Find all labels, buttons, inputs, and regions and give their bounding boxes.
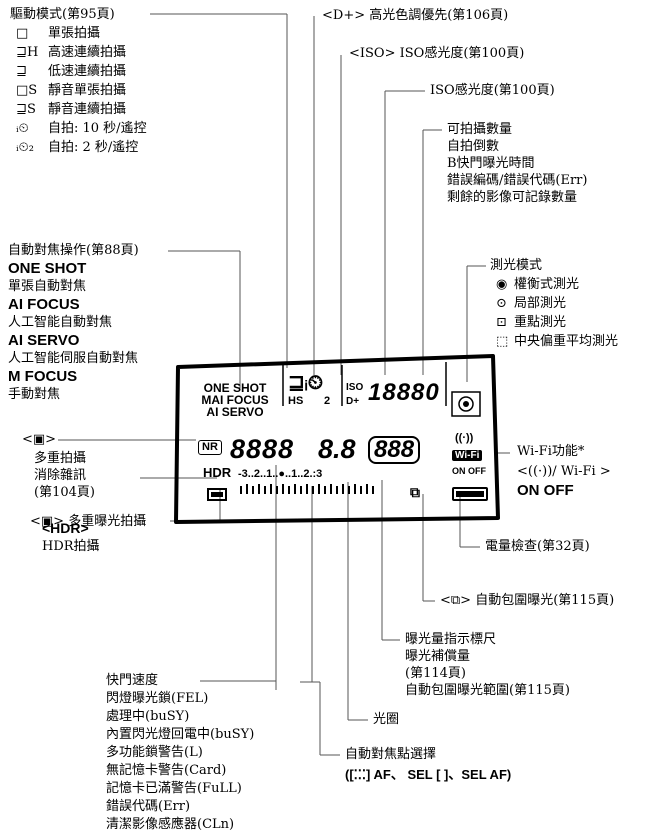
lcd-iso: ISO xyxy=(346,382,364,393)
shutter-speed-line: 多功能鎖警告(L) xyxy=(106,745,203,760)
af-mode-desc: 單張自動對焦 xyxy=(8,279,87,294)
af-point-title: 自動對焦點選擇 xyxy=(345,747,437,762)
af-mode-name: M FOCUS xyxy=(8,368,78,385)
exposure-level-line: 曝光量指示標尺 xyxy=(405,632,497,647)
self-timer-2s-icon: ᵢ⏲₂ xyxy=(16,140,34,155)
iso-speed-label: ISO感光度(第100頁) xyxy=(430,83,555,98)
self-timer-10s-icon: ᵢ⏲ xyxy=(16,121,29,136)
drive-mode-item: ᵢ⏲自拍: 10 秒/遙控 xyxy=(16,121,147,136)
af-mode-desc: 人工智能自動對焦 xyxy=(8,315,113,330)
af-mode-name: ONE SHOT xyxy=(8,260,87,277)
lcd-drive-icon: ⊒ᵢ⏲ xyxy=(288,372,324,394)
high-speed-continuous-icon: ⊒H xyxy=(16,45,39,60)
af-operation-title: 自動對焦操作(第88頁) xyxy=(8,243,139,258)
exposure-level-line: 自動包圍曝光範圍(第115頁) xyxy=(405,683,570,698)
shutter-speed-line: 清潔影像感應器(CLn) xyxy=(106,817,235,832)
single-shot-icon: □ xyxy=(16,26,29,41)
lcd-hdr: HDR xyxy=(203,465,232,480)
multi-shot-nr-line: 消除雜訊 xyxy=(34,468,87,483)
multi-shot-nr-line: 多重拍攝 xyxy=(34,451,87,466)
shots-remaining-line: 錯誤編碼/錯誤代碼(Err) xyxy=(447,173,588,188)
wifi-symbol-line: <((·))/ Wi-Fi > xyxy=(517,464,611,479)
lcd-shots-digits: 888 xyxy=(368,436,421,464)
metering-item: ⬚中央偏重平均測光 xyxy=(496,334,619,349)
lcd-exposure-scale: -3..2..1..●..1..2.:3 xyxy=(238,468,323,480)
spot-metering-icon: ⊡ xyxy=(496,315,507,330)
metering-item: ⊡重點測光 xyxy=(496,315,567,330)
multi-shot-nr-symbol: <▣> xyxy=(22,432,57,447)
wifi-title: Wi-Fi功能* xyxy=(517,444,585,459)
silent-continuous-icon: ⊒S xyxy=(16,102,36,117)
multiple-exposure-label: <▣> 多重曝光拍攝 xyxy=(30,514,147,529)
d-plus-label: <D+> 高光色調優先(第106頁) xyxy=(322,8,509,23)
evaluative-metering-icon: ◉ xyxy=(496,277,508,292)
multi-shot-nr-line: (第104頁) xyxy=(34,485,95,500)
shutter-speed-line: 無記憶卡警告(Card) xyxy=(106,763,227,778)
wifi-on-off: ON OFF xyxy=(517,482,574,499)
lcd-wifi-signal-icon: ((·)) xyxy=(455,432,474,444)
shutter-speed-line: 內置閃光燈回電中(buSY) xyxy=(106,727,255,742)
metering-item: ◉權衡式測光 xyxy=(496,277,580,292)
aperture-label: 光圈 xyxy=(373,712,400,727)
hdr-symbol: <HDR> xyxy=(42,520,89,536)
lcd-nr: NR xyxy=(198,440,222,455)
lcd-two: 2 xyxy=(324,395,331,407)
lcd-shutter-digits: 8888 xyxy=(230,434,295,464)
lcd-d-plus: D+ xyxy=(346,396,360,407)
shutter-speed-line: 閃燈曝光鎖(FEL) xyxy=(106,691,209,706)
af-mode-desc: 人工智能伺服自動對焦 xyxy=(8,351,139,366)
shots-remaining-line: B快門曝光時間 xyxy=(447,156,535,171)
center-weighted-metering-icon: ⬚ xyxy=(496,334,509,349)
lcd-aperture-digits: 8.8 xyxy=(318,434,356,464)
shutter-speed-line: 快門速度 xyxy=(106,673,159,688)
shutter-speed-line: 處理中(buSY) xyxy=(106,709,190,724)
metering-title: 測光模式 xyxy=(490,258,543,273)
drive-mode-title: 驅動模式(第95頁) xyxy=(10,7,115,22)
battery-check-label: 電量檢查(第32頁) xyxy=(485,539,590,554)
low-speed-continuous-icon: ⊒ xyxy=(16,64,28,79)
lcd-hs: HS xyxy=(288,395,304,407)
drive-mode-item: ⊒低速連續拍攝 xyxy=(16,64,127,79)
shots-remaining-line: 可拍攝數量 xyxy=(447,122,513,137)
shots-remaining-line: 剩餘的影像可記錄數量 xyxy=(447,190,578,205)
exposure-level-line: (第114頁) xyxy=(405,666,466,681)
iso-indicator-label: <ISO> ISO感光度(第100頁) xyxy=(349,46,525,61)
lcd-on-off: ON OFF xyxy=(452,466,486,476)
shutter-speed-line: 記憶卡已滿警告(FuLL) xyxy=(106,781,242,796)
af-mode-name: AI SERVO xyxy=(8,332,80,349)
shutter-speed-line: 錯誤代碼(Err) xyxy=(106,799,191,814)
metering-item: ⊙局部測光 xyxy=(496,296,567,311)
shots-remaining-line: 自拍倒數 xyxy=(447,139,500,154)
af-mode-desc: 手動對焦 xyxy=(8,387,61,402)
drive-mode-item: □單張拍攝 xyxy=(16,26,101,41)
hdr-desc: HDR拍攝 xyxy=(42,539,100,554)
exposure-level-line: 曝光補償量 xyxy=(405,649,471,664)
aeb-label: <⧉> 自動包圍曝光(第115頁) xyxy=(440,593,615,608)
lcd-iso-digits: 18880 xyxy=(368,379,440,406)
lcd-aeb-icon: ⧉ xyxy=(410,484,420,500)
lcd-af-lines: ONE SHOT MAI FOCUS AI SERVO xyxy=(201,381,269,419)
af-mode-name: AI FOCUS xyxy=(8,296,80,313)
af-point-options: ([⁚⁚⁚] AF、 SEL [ ]、SEL AF) xyxy=(345,767,512,782)
silent-single-icon: □S xyxy=(16,83,38,98)
lcd-wifi-badge: Wi-Fi xyxy=(452,450,483,461)
partial-metering-icon: ⊙ xyxy=(496,296,507,311)
